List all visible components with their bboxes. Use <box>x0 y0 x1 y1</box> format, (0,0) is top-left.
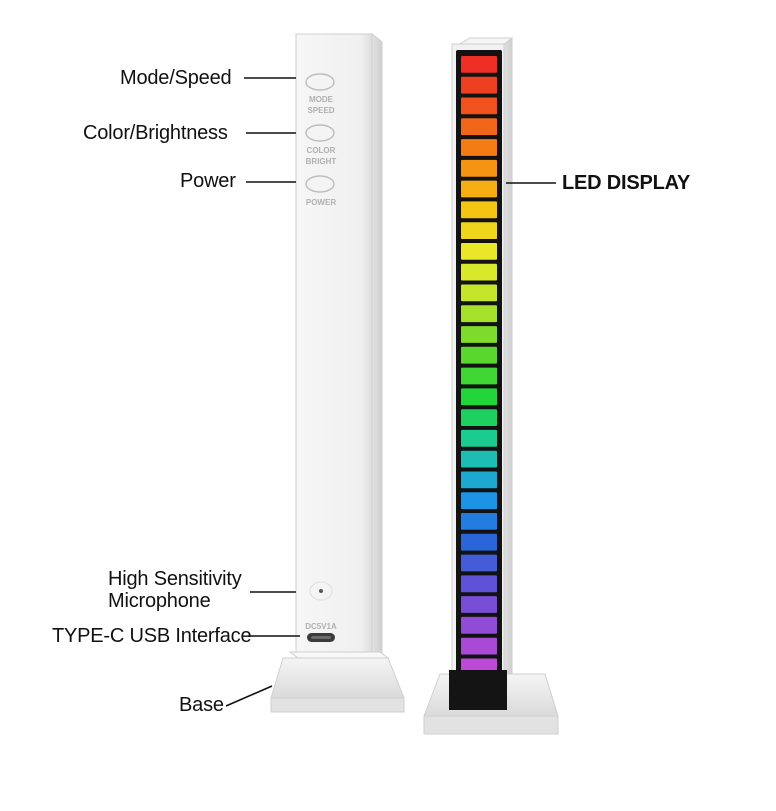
power-label: Power <box>180 170 236 192</box>
led-segment <box>461 533 497 551</box>
led-segment <box>461 367 497 385</box>
mode-speed-label: Mode/Speed <box>120 67 232 89</box>
led-segment <box>461 201 497 219</box>
led-segment <box>461 388 497 406</box>
speed-label: SPEED <box>307 106 334 115</box>
led-segment <box>461 637 497 655</box>
microphone-label-line1: High Sensitivity <box>108 568 242 590</box>
right-base <box>423 670 559 735</box>
led-segment <box>461 596 497 613</box>
bright-label: BRIGHT <box>306 157 337 166</box>
led-segment <box>461 222 497 239</box>
led-segment <box>461 346 497 364</box>
color-label: COLOR <box>307 146 336 155</box>
left-base <box>270 651 405 713</box>
color-brightness-label: Color/Brightness <box>83 122 228 144</box>
led-segment <box>461 180 497 198</box>
led-segment <box>461 305 497 323</box>
led-segment <box>461 284 497 302</box>
led-segment <box>461 450 497 468</box>
microphone-icon <box>309 581 333 601</box>
led-segments <box>461 56 497 696</box>
mode-speed-button[interactable] <box>305 73 335 91</box>
led-segment <box>461 56 497 73</box>
led-display-label: LED DISPLAY <box>562 172 691 194</box>
led-bar <box>451 36 514 709</box>
led-segment <box>461 263 497 281</box>
led-segment <box>461 616 497 634</box>
led-segment <box>461 409 497 426</box>
led-segment <box>461 575 497 593</box>
usb-c-port-icon <box>307 633 335 642</box>
mode-label: MODE <box>309 95 334 104</box>
usb-rating-label: DC5V1A <box>305 622 337 631</box>
led-segment <box>461 471 497 489</box>
microphone-label-line2: Microphone <box>108 590 211 612</box>
led-segment <box>461 243 497 260</box>
led-segment <box>461 76 497 94</box>
led-segment <box>461 97 497 115</box>
led-segment <box>461 492 497 510</box>
led-segment <box>461 326 497 343</box>
led-segment <box>461 554 497 572</box>
power-device-label: POWER <box>306 198 336 207</box>
color-bright-button[interactable] <box>305 124 335 142</box>
usb-interface-label: TYPE-C USB Interface <box>52 625 252 647</box>
base-leader <box>225 685 273 707</box>
led-segment <box>461 429 497 447</box>
power-button[interactable] <box>305 175 335 193</box>
led-segment <box>461 139 497 156</box>
led-segment <box>461 118 497 136</box>
base-label: Base <box>179 694 224 716</box>
led-segment <box>461 159 497 177</box>
led-segment <box>461 513 497 530</box>
